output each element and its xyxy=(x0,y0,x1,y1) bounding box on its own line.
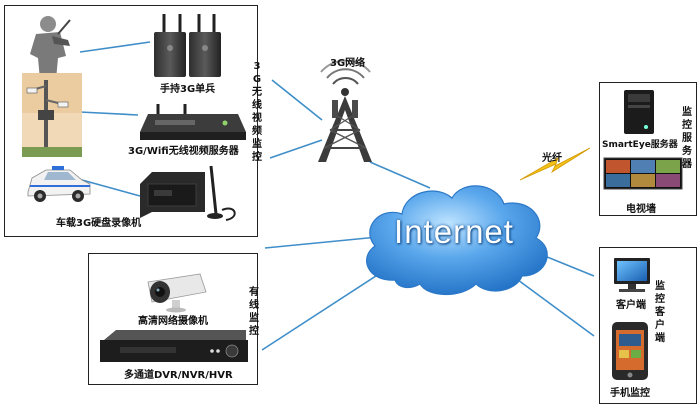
link-streetlight xyxy=(79,111,139,116)
smarteye-server-icon xyxy=(624,90,654,134)
handheld-3g-device-icon xyxy=(154,14,221,77)
label-tv-wall: 电视墙 xyxy=(626,204,656,215)
tower-icon xyxy=(318,59,372,162)
label-handheld-3g: 手持3G单兵 xyxy=(160,84,216,95)
internet-cloud-label: Internet xyxy=(394,213,514,250)
internet-cloud xyxy=(366,185,548,295)
label-hd-ip-camera: 高清网络摄像机 xyxy=(138,316,208,327)
label-vehicle-dvr: 车载3G硬盘录像机 xyxy=(56,218,142,229)
link-wireless-tower-2 xyxy=(269,139,323,159)
lightning-bolt-icon xyxy=(519,147,591,181)
mobile-phone-icon xyxy=(612,322,648,380)
fiber-link-label: 光纤 xyxy=(542,153,562,164)
wired-section-box xyxy=(88,253,258,385)
label-mobile-monitor: 手机监控 xyxy=(610,388,650,399)
label-client-pc: 客户端 xyxy=(616,300,646,311)
wired-section-label: 有线监控 xyxy=(249,287,259,337)
hd-ip-camera-icon xyxy=(147,273,207,313)
link-wireless-tower-1 xyxy=(271,79,323,121)
link-wired-cloud-2 xyxy=(261,271,383,351)
client-pc-icon xyxy=(614,258,650,292)
vehicle-dvr-icon xyxy=(140,165,236,221)
label-dvr-nvr: 多通道DVR/NVR/HVR xyxy=(124,370,233,381)
wireless-section-label: 3G无线视频监控 xyxy=(252,61,262,163)
police-car-icon xyxy=(27,166,91,202)
link-handheld xyxy=(79,41,151,53)
streetlight-camera-icon xyxy=(22,73,82,157)
connection-lines xyxy=(79,41,595,351)
link-cloud-mobile xyxy=(517,279,595,337)
link-tower-cloud xyxy=(369,161,431,189)
link-vehicle xyxy=(81,179,141,197)
tower-label: 3G网络 xyxy=(330,58,366,69)
client-section-label: 监控客户端 xyxy=(655,281,665,344)
label-wireless-video-server: 3G/Wifi无线视频服务器 xyxy=(128,146,239,157)
server-section-label: 监控服务器 xyxy=(682,107,692,170)
link-wired-cloud-1 xyxy=(264,236,379,249)
soldier-figure-icon xyxy=(30,16,71,88)
dvr-nvr-icon xyxy=(100,330,248,362)
label-smarteye-server: SmartEye服务器 xyxy=(602,140,678,150)
wireless-video-server-icon xyxy=(140,104,246,140)
tv-wall-icon xyxy=(603,157,683,190)
